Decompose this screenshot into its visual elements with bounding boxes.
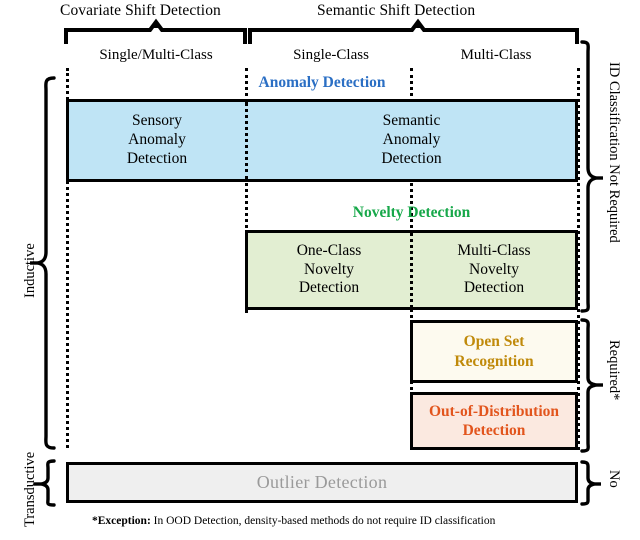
cell-line: Detection <box>462 422 526 439</box>
cell-line: Open Set <box>463 333 525 351</box>
cell-semantic-anomaly-detection[interactable]: Semantic Anomaly Detection <box>248 102 575 179</box>
cell-line: Sensory <box>132 112 182 130</box>
anomaly-row-inner-divider <box>245 102 248 180</box>
right-label-no: No <box>606 470 622 488</box>
column-label-single-multi-class: Single/Multi-Class <box>99 46 213 63</box>
top-group-brackets <box>64 18 579 44</box>
cell-line: Outlier Detection <box>256 471 388 492</box>
cell-line: Anomaly <box>128 131 186 149</box>
anomaly-detection-row <box>66 99 578 182</box>
left-label-inductive: Inductive <box>22 243 38 298</box>
outlier-detection-box[interactable]: Outlier Detection <box>66 462 578 503</box>
group-title-anomaly-detection: Anomaly Detection <box>258 74 386 91</box>
cell-multi-class-novelty-detection[interactable]: Multi-Class Novelty Detection <box>413 233 575 307</box>
out-of-distribution-detection-box[interactable]: Out-of-Distribution Detection <box>410 392 578 450</box>
left-label-transductive: Transductive <box>22 451 38 527</box>
cell-line: Out-of-Distribution <box>428 402 560 420</box>
right-braces <box>580 40 603 506</box>
left-braces <box>30 76 56 507</box>
cell-line: Novelty <box>304 260 354 278</box>
right-label-required: Required* <box>606 340 622 401</box>
open-set-recognition-box[interactable]: Open Set Recognition <box>410 320 578 383</box>
column-label-multi-class: Multi-Class <box>460 46 532 63</box>
footnote-rest: In OOD Detection, density-based methods … <box>150 515 496 527</box>
cell-line: Novelty <box>469 260 519 278</box>
top-group-label-covariate: Covariate Shift Detection <box>60 2 221 19</box>
cell-line: Detection <box>381 149 442 167</box>
footnote-emphasis: *Exception: <box>92 515 151 527</box>
cell-line: Semantic <box>382 112 441 130</box>
column-divider-mid <box>245 68 248 313</box>
right-label-id-classification-not-required: ID Classification Not Required <box>606 62 622 243</box>
column-label-single-class: Single-Class <box>293 46 369 63</box>
column-divider-left <box>66 68 69 448</box>
cell-sensory-anomaly-detection[interactable]: Sensory Anomaly Detection <box>69 102 245 179</box>
cell-one-class-novelty-detection[interactable]: One-Class Novelty Detection <box>248 233 410 307</box>
cell-line: One-Class <box>296 241 362 259</box>
cell-line: Anomaly <box>382 131 441 149</box>
column-divider-end <box>577 68 580 450</box>
group-title-novelty-detection: Novelty Detection <box>352 204 471 221</box>
footnote: *Exception: In OOD Detection, density-ba… <box>92 515 495 527</box>
top-group-label-semantic: Semantic Shift Detection <box>317 2 476 19</box>
novelty-row-inner-divider <box>410 233 413 308</box>
cell-line: Recognition <box>454 352 534 370</box>
cell-line: Multi-Class <box>457 241 531 259</box>
cell-line: Detection <box>463 279 525 297</box>
cell-line: Detection <box>126 149 188 167</box>
cell-line: Detection <box>298 279 360 297</box>
